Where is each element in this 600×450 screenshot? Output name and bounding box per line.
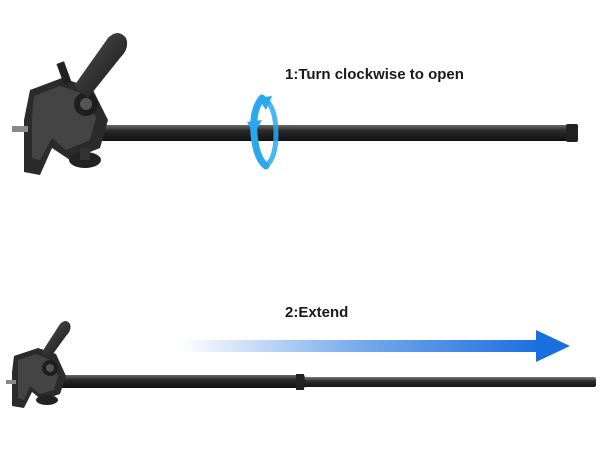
step-1-label: 1:Turn clockwise to open [285,66,464,83]
extension-rod-top [100,125,578,141]
extension-rod-inner [300,377,596,387]
rod-end-cap [566,124,578,142]
rod-assembly-top [12,33,578,175]
super-clamp-bottom [6,348,66,408]
clamp-screw-pin [12,126,28,132]
extend-arrow-icon [180,330,570,362]
clamp-lever-handle-top [56,33,128,98]
rod-joint [296,374,304,390]
clamp-lever-handle-bottom [42,321,71,358]
rod-assembly-bottom [6,321,596,408]
step-2-label: 2:Extend [285,304,349,321]
super-clamp-top [12,78,108,175]
extension-rod-outer [55,375,305,388]
rotate-clockwise-arrow-icon [247,94,279,170]
